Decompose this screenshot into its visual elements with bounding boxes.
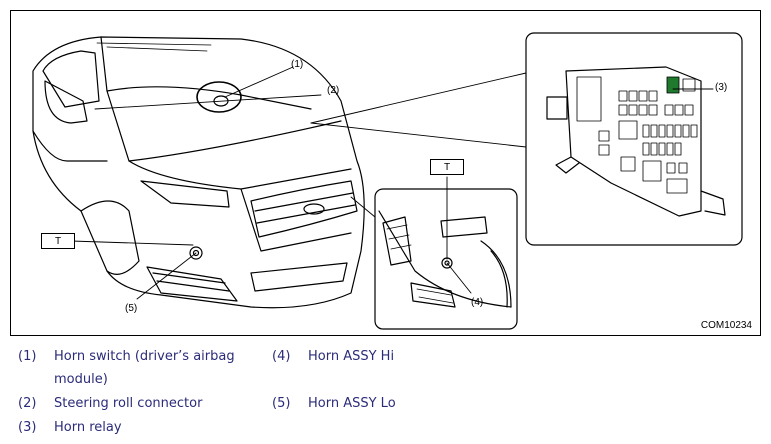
legend-item-4: (4) Horn ASSY Hi bbox=[272, 345, 508, 368]
legend-item-2: (2) Steering roll connector bbox=[18, 392, 254, 415]
horn-hi-inset bbox=[374, 188, 518, 330]
legend-text: Steering roll connector bbox=[54, 396, 203, 411]
legend-item-3: (3) Horn relay bbox=[18, 416, 254, 439]
legend-item-5: (5) Horn ASSY Lo bbox=[272, 392, 508, 415]
legend-text: Horn switch (driver’s airbag module) bbox=[54, 349, 235, 387]
legend-number: (5) bbox=[272, 396, 291, 411]
legend-number: (2) bbox=[18, 396, 37, 411]
callout-4: (4) bbox=[471, 297, 484, 308]
callout-2: (2) bbox=[327, 85, 340, 96]
figure-code: COM10234 bbox=[700, 320, 752, 331]
relay-box-inset bbox=[525, 32, 743, 246]
diagram-drawing bbox=[32, 32, 743, 330]
torque-label-lo: T bbox=[41, 233, 75, 249]
legend-item-1: (1) Horn switch (driver’s airbag module) bbox=[18, 345, 254, 391]
callout-3: (3) bbox=[715, 82, 728, 93]
vehicle-illustration bbox=[32, 36, 365, 309]
callout-5: (5) bbox=[125, 303, 138, 314]
legend-number: (1) bbox=[18, 349, 37, 364]
legend-number: (3) bbox=[18, 420, 37, 435]
legend-text: Horn ASSY Hi bbox=[308, 349, 395, 364]
callout-1: (1) bbox=[291, 59, 304, 70]
legend-number: (4) bbox=[272, 349, 291, 364]
legend-text: Horn relay bbox=[54, 420, 122, 435]
legend-text: Horn ASSY Lo bbox=[308, 396, 396, 411]
horn-system-diagram: (1) (2) (3) (4) (5) T T COM10234 bbox=[10, 10, 761, 336]
torque-label-hi: T bbox=[430, 159, 464, 175]
leader-lines bbox=[70, 66, 714, 300]
